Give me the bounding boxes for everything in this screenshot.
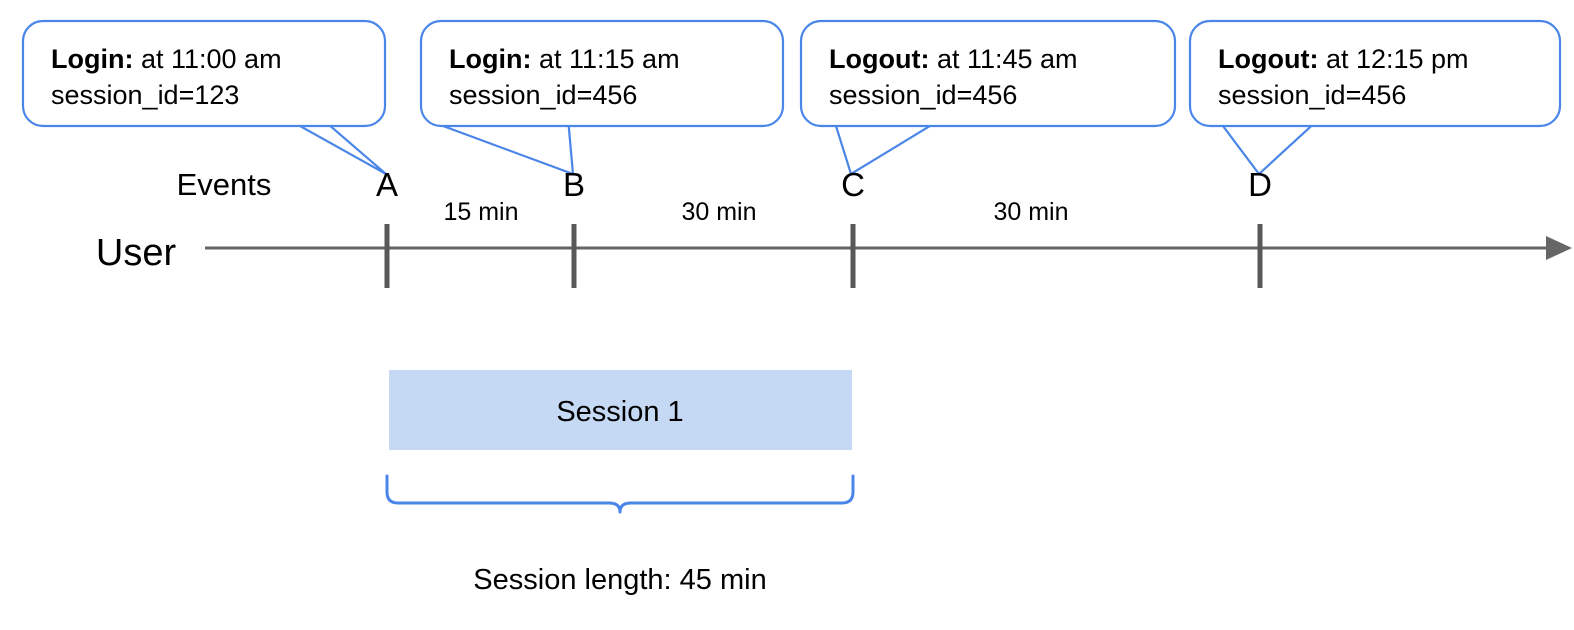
session-bar-label: Session 1 (556, 396, 683, 428)
event-label-a: A (376, 166, 398, 203)
session-length-caption: Session length: 45 min (473, 564, 766, 596)
callout-d-line2: session_id=456 (1218, 80, 1406, 110)
callout-a: Login: at 11:00 am session_id=123 (21, 19, 387, 175)
axis-arrow-icon (1546, 236, 1572, 260)
duration-label-bc: 30 min (681, 198, 756, 226)
callout-a-line2: session_id=123 (51, 80, 239, 110)
callout-c-tail (834, 117, 944, 176)
callout-b-line1: Login: at 11:15 am (449, 44, 680, 74)
callout-b-tail (442, 117, 575, 176)
callout-a-line1: Login: at 11:00 am (51, 44, 282, 74)
duration-label-ab: 15 min (443, 198, 518, 226)
callout-c: Logout: at 11:45 am session_id=456 (799, 19, 1177, 176)
callout-c-box (799, 19, 1177, 128)
session-bar-rect (389, 370, 852, 450)
callout-b: Login: at 11:15 am session_id=456 (419, 19, 785, 176)
callout-b-time: at 11:15 am (531, 44, 679, 74)
callout-c-line2: session_id=456 (829, 80, 1017, 110)
callout-c-line1: Logout: at 11:45 am (829, 44, 1078, 74)
timeline-axis (205, 236, 1572, 260)
callout-d-lead: Logout: (1218, 44, 1318, 74)
event-label-c: C (841, 166, 865, 203)
session-bar: Session 1 (389, 370, 852, 450)
callout-a-tail (299, 117, 387, 175)
callout-a-time: at 11:00 am (133, 44, 281, 74)
event-label-d: D (1248, 166, 1272, 203)
callout-d-tail (1222, 117, 1321, 176)
callout-b-lead: Login: (449, 44, 531, 74)
event-label-b: B (563, 166, 585, 203)
row-label-events: Events (177, 167, 272, 202)
callout-c-lead: Logout: (829, 44, 929, 74)
callout-c-time: at 11:45 am (929, 44, 1077, 74)
callout-b-box (419, 19, 785, 128)
callout-d-box (1188, 19, 1562, 128)
callout-d-time: at 12:15 pm (1318, 44, 1468, 74)
duration-label-cd: 30 min (993, 198, 1068, 226)
session-span-brace (385, 474, 855, 514)
row-label-user: User (96, 232, 177, 274)
callout-b-line2: session_id=456 (449, 80, 637, 110)
callout-d-line1: Logout: at 12:15 pm (1218, 44, 1469, 74)
callout-a-lead: Login: (51, 44, 133, 74)
callout-a-box (21, 19, 387, 128)
callout-d: Logout: at 12:15 pm session_id=456 (1188, 19, 1562, 176)
